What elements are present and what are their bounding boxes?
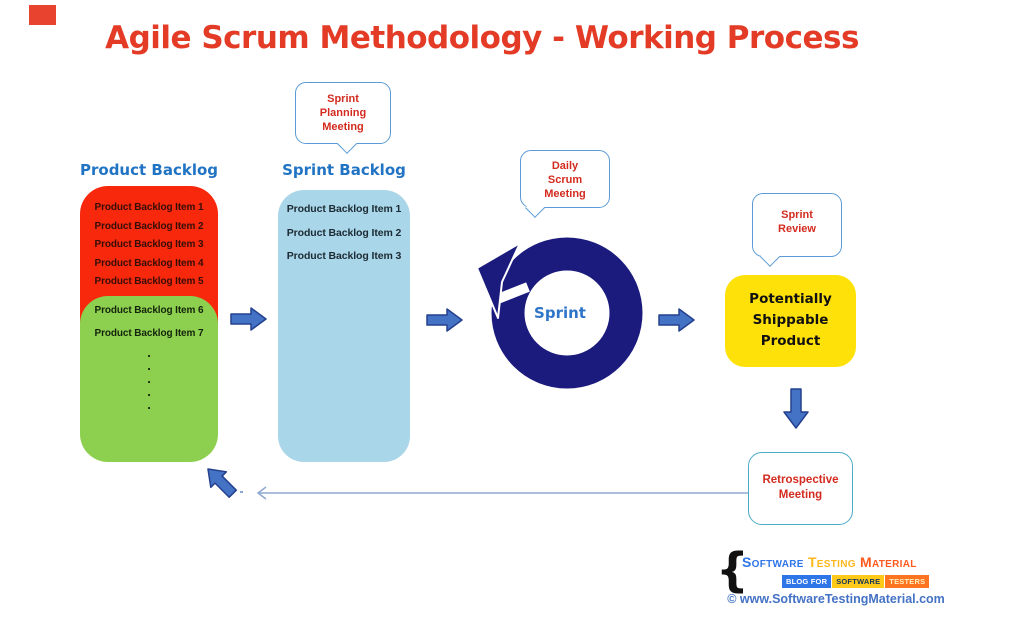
sprint-planning-bubble: Sprint Planning Meeting bbox=[295, 82, 391, 144]
daily-scrum-bubble: Daily Scrum Meeting bbox=[520, 150, 610, 208]
retrospective-meeting-box: Retrospective Meeting bbox=[748, 452, 853, 525]
backlog-item: Product Backlog Item 3 bbox=[94, 239, 204, 250]
diagram-title: Agile Scrum Methodology - Working Proces… bbox=[105, 20, 859, 56]
arrow-backlog-to-sprint-backlog bbox=[230, 306, 268, 332]
sprint-review-bubble: Sprint Review bbox=[752, 193, 842, 257]
sprint-backlog-item: Product Backlog Item 2 bbox=[286, 226, 402, 239]
product-backlog-green-items: Product Backlog Item 6 Product Backlog I… bbox=[80, 299, 218, 345]
sprint-backlog-item: Product Backlog Item 1 bbox=[286, 203, 402, 215]
product-backlog-red-items: Product Backlog Item 1 Product Backlog I… bbox=[80, 199, 218, 292]
backlog-item: Product Backlog Item 2 bbox=[94, 220, 204, 232]
arrow-sprint-to-product bbox=[658, 307, 696, 333]
product-backlog-header: Product Backlog bbox=[80, 161, 219, 179]
backlog-item: Product Backlog Item 5 bbox=[94, 276, 204, 287]
backlog-item: Product Backlog Item 1 bbox=[94, 202, 204, 213]
arrow-product-to-retrospective bbox=[783, 388, 809, 430]
copyright-text: © www.SoftwareTestingMaterial.com bbox=[727, 592, 945, 606]
arrow-sprint-backlog-to-sprint bbox=[426, 307, 464, 333]
backlog-ellipsis-dots: . . . . . bbox=[147, 345, 151, 412]
sprint-backlog-box bbox=[278, 190, 410, 462]
sprint-backlog-items: Product Backlog Item 1 Product Backlog I… bbox=[278, 198, 410, 269]
backlog-item: Product Backlog Item 4 bbox=[94, 257, 204, 269]
sprint-backlog-header: Sprint Backlog bbox=[282, 161, 406, 179]
product-backlog-green-box bbox=[80, 296, 218, 462]
return-flow-line bbox=[246, 486, 752, 505]
sprint-backlog-item: Product Backlog Item 3 bbox=[286, 250, 402, 262]
sprint-cycle-ring bbox=[468, 230, 650, 405]
backlog-item: Product Backlog Item 7 bbox=[94, 328, 204, 339]
logo-brand-text: Software Testing Material bbox=[742, 554, 917, 570]
line-dash bbox=[240, 491, 243, 493]
sprint-label: Sprint bbox=[534, 304, 586, 322]
potentially-shippable-product-box: Potentially Shippable Product bbox=[725, 275, 856, 367]
arrow-return-to-backlog bbox=[197, 458, 244, 505]
corner-decoration bbox=[29, 5, 56, 25]
backlog-item: Product Backlog Item 6 bbox=[94, 305, 204, 316]
logo-brace: { bbox=[716, 543, 749, 597]
